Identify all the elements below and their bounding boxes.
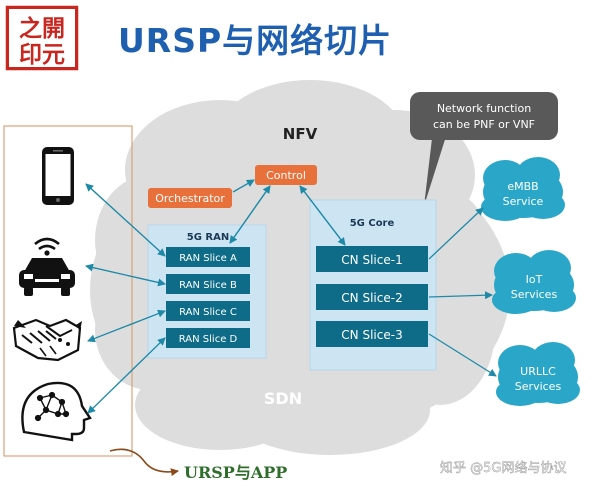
smartphone-icon [42, 147, 74, 205]
logo-text-top: 之開 [19, 15, 65, 42]
logo-text-bottom: 印元 [19, 41, 65, 68]
page-title: URSP与网络切片 [118, 21, 392, 60]
nfv-label: NFV [283, 125, 318, 143]
device-arrows [85, 183, 166, 414]
embb-line2: Service [503, 195, 544, 208]
control-box: Control [255, 165, 317, 185]
ran-slice-label: RAN Slice B [179, 280, 237, 291]
callout-line2: can be PNF or VNF [433, 118, 535, 131]
iot-service-cloud [492, 250, 576, 314]
embb-line1: eMBB [507, 180, 538, 193]
handshake-icon [12, 318, 82, 362]
embb-service-cloud [481, 157, 565, 221]
device-panel [3, 125, 133, 457]
sdn-label: SDN [264, 389, 302, 408]
iot-line2: Services [511, 288, 558, 301]
ai-brain-icon [21, 381, 92, 442]
cn-slice-label: CN Slice-1 [341, 253, 402, 267]
connected-car-icon [19, 237, 75, 296]
ran-slice-label: RAN Slice C [179, 307, 237, 318]
orchestrator-label: Orchestrator [155, 192, 225, 205]
ursp-app-label: URSP与APP [184, 463, 287, 482]
iot-line1: IoT [526, 273, 543, 286]
ran-slice-label: RAN Slice D [179, 334, 238, 345]
cn-slice-label: CN Slice-2 [341, 291, 402, 305]
urllc-line1: URLLC [520, 365, 556, 378]
network-function-callout: Network function can be PNF or VNF [410, 92, 558, 206]
service-arrows [428, 207, 497, 377]
logo-stamp: 之開 印元 [4, 4, 80, 72]
urllc-service-cloud [496, 342, 580, 406]
control-arrows [229, 179, 346, 246]
ursp-arrow [109, 448, 179, 477]
callout-line1: Network function [437, 102, 531, 115]
cn-slice-2: CN Slice-2 [316, 284, 428, 310]
urllc-line2: Services [515, 380, 562, 393]
ran-title: 5G RAN [187, 232, 229, 243]
core-title: 5G Core [350, 218, 395, 229]
ran-slice-b: RAN Slice B [166, 274, 250, 294]
ran-slice-label: RAN Slice A [179, 253, 237, 264]
ran-slice-c: RAN Slice C [166, 301, 250, 321]
cn-slice-label: CN Slice-3 [341, 328, 402, 342]
orchestrator-box: Orchestrator [148, 188, 232, 208]
watermark: 知乎 @5G网络与协议 [440, 460, 566, 476]
cn-slice-3: CN Slice-3 [316, 321, 428, 347]
cn-slice-1: CN Slice-1 [316, 246, 428, 272]
ran-slice-d: RAN Slice D [166, 328, 250, 348]
ran-slice-a: RAN Slice A [166, 247, 250, 267]
control-label: Control [266, 169, 306, 182]
